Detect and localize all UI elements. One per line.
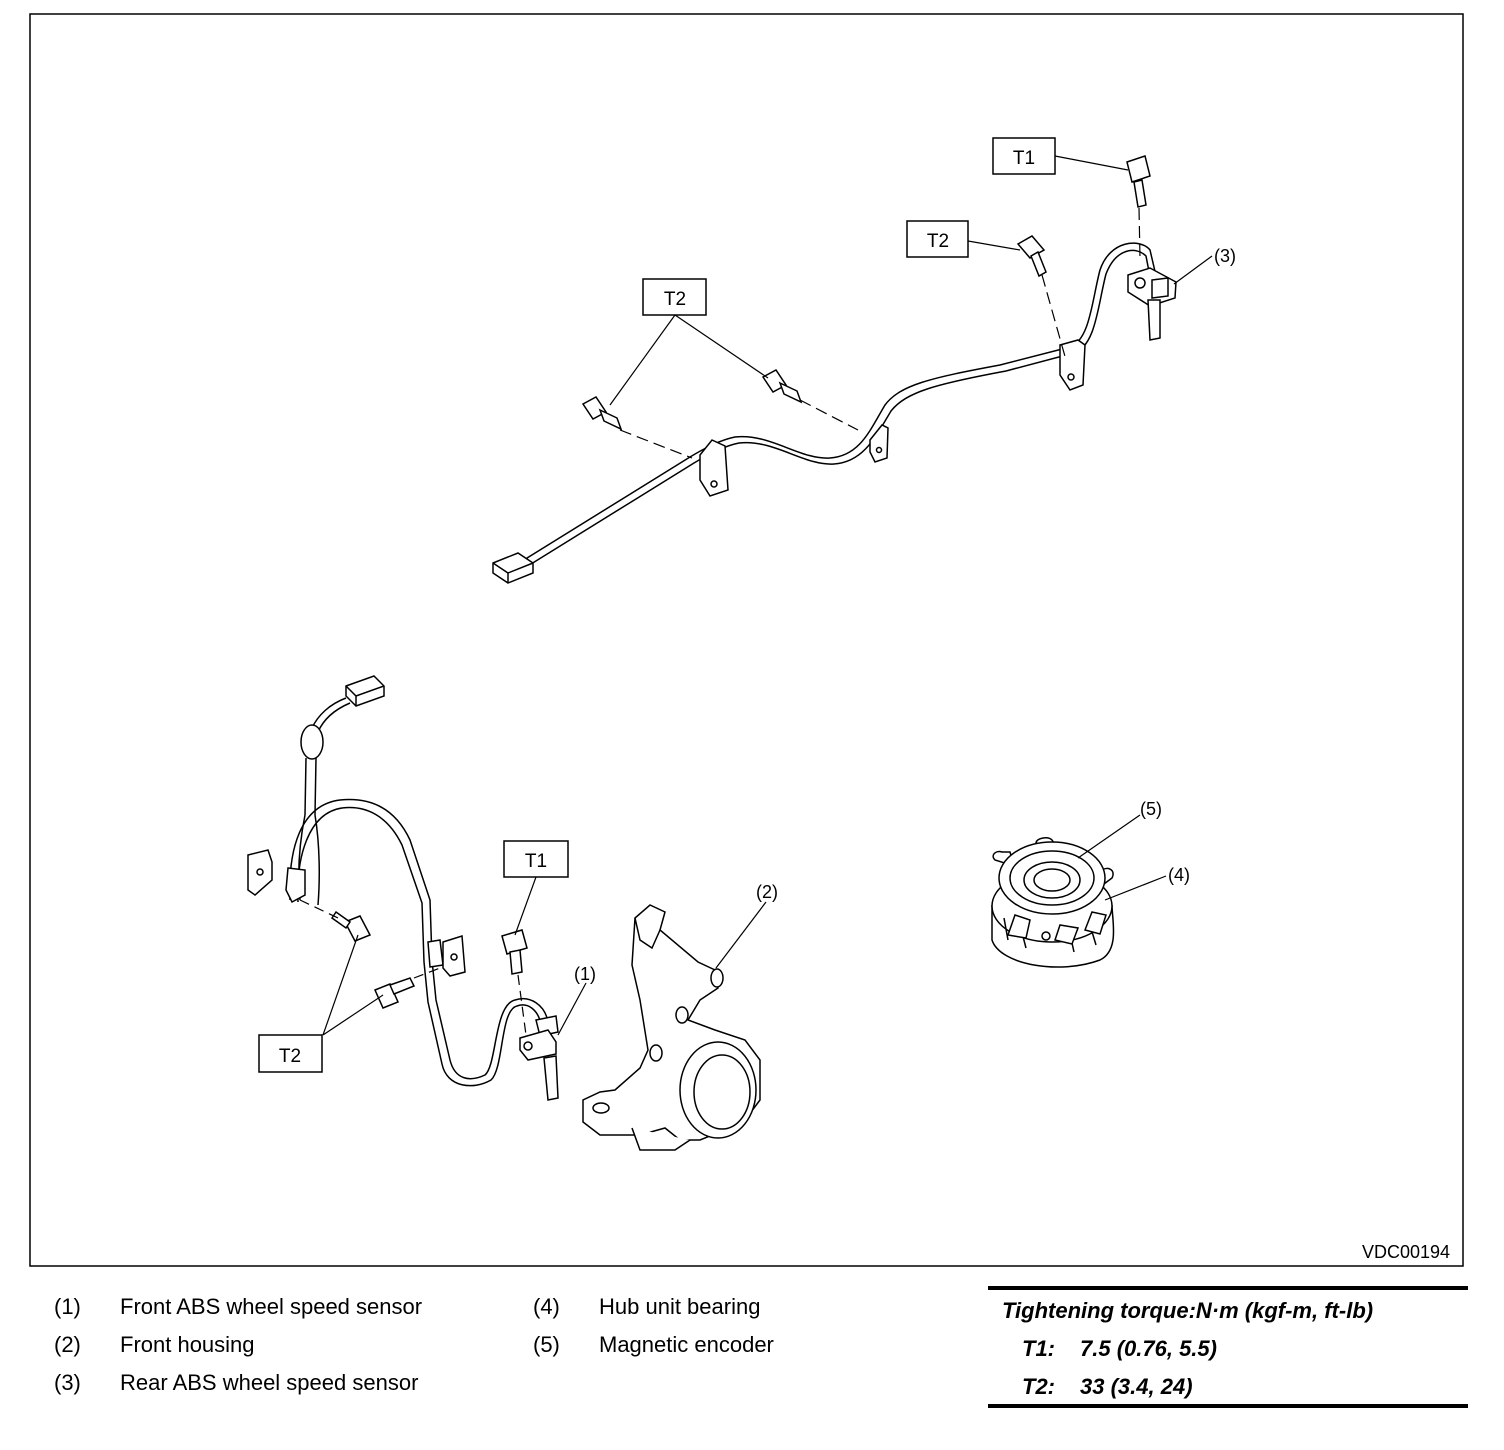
torque-key: T2: <box>1022 1374 1055 1399</box>
tag-label: T2 <box>927 231 949 252</box>
parts-diagram: T1 T2 T2 T1 T2 (3) (5) (4) (2) (1) VDC00… <box>29 13 1464 1267</box>
legend-text: Front ABS wheel speed sensor <box>120 1294 423 1319</box>
bolt-icon <box>1016 235 1047 278</box>
torque-tag-t2-top-right: T2 <box>906 220 969 258</box>
torque-tag-t2-front: T2 <box>258 1034 323 1073</box>
legend-text: Magnetic encoder <box>599 1332 774 1357</box>
bolt-icon <box>1126 155 1151 208</box>
legend-number: (5) <box>533 1332 560 1357</box>
hub-unit-bearing <box>991 837 1115 968</box>
front-harness <box>247 675 559 1101</box>
tag-label: T1 <box>1013 148 1035 169</box>
torque-tag-t1-front: T1 <box>503 840 569 878</box>
torque-value: 33 (3.4, 24) <box>1080 1374 1193 1399</box>
figure-code: VDC00194 <box>1362 1242 1450 1262</box>
callout-3: (3) <box>1214 246 1236 266</box>
legend-text: Front housing <box>120 1332 255 1357</box>
figure-frame <box>29 13 1464 1267</box>
legend-number: (1) <box>54 1294 81 1319</box>
legend-number: (4) <box>533 1294 560 1319</box>
legend-text: Rear ABS wheel speed sensor <box>120 1370 419 1395</box>
bolt-icon <box>330 910 372 942</box>
torque-tag-t2-top-left: T2 <box>642 278 707 316</box>
bolt-icon <box>501 929 528 975</box>
tag-label: T1 <box>525 851 547 872</box>
tag-label: T2 <box>664 289 686 310</box>
callout-2: (2) <box>756 882 778 902</box>
torque-table: Tightening torque:N·m (kgf-m, ft-lb) T1:… <box>988 1286 1468 1408</box>
tag-label: T2 <box>279 1046 301 1067</box>
callout-4: (4) <box>1168 865 1190 885</box>
bolt-icon <box>373 977 416 1009</box>
torque-key: T1: <box>1022 1336 1055 1361</box>
bolt-icon <box>581 396 623 431</box>
torque-title: Tightening torque:N·m (kgf-m, ft-lb) <box>1002 1298 1374 1323</box>
rear-harness <box>492 155 1177 584</box>
bolt-icon <box>761 369 803 404</box>
parts-legend: (1) Front ABS wheel speed sensor (2) Fro… <box>54 1292 954 1412</box>
legend-text: Hub unit bearing <box>599 1294 761 1319</box>
torque-tag-t1-top: T1 <box>992 137 1056 175</box>
legend-number: (3) <box>54 1370 81 1395</box>
torque-value: 7.5 (0.76, 5.5) <box>1080 1336 1217 1361</box>
front-housing <box>582 904 761 1151</box>
legend-number: (2) <box>54 1332 81 1357</box>
callout-5: (5) <box>1140 799 1162 819</box>
callout-1: (1) <box>574 964 596 984</box>
